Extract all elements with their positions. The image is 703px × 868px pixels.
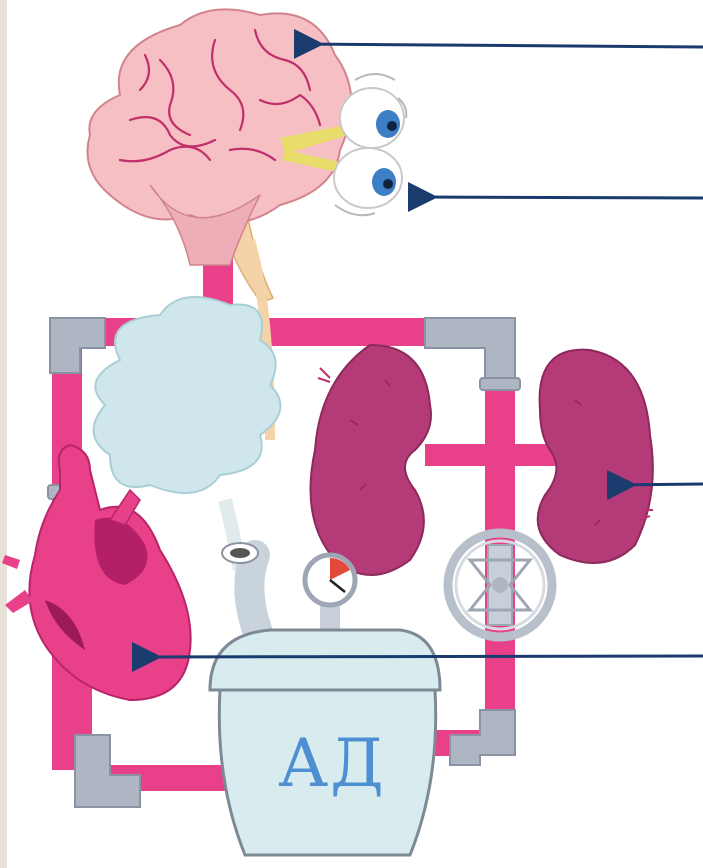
- tank-label: АД: [262, 725, 402, 802]
- joint-top-left: [50, 318, 105, 373]
- kidney-pipe: [425, 444, 555, 466]
- joint-right-ring: [480, 378, 520, 390]
- arrow-kidney: [613, 484, 703, 485]
- left-kidney: [311, 345, 432, 575]
- right-kidney: [538, 350, 653, 563]
- arrow-heart: [138, 656, 703, 657]
- arrow-eyes: [414, 197, 703, 198]
- joint-bottom-right: [450, 710, 515, 765]
- lungs-cloud: [94, 297, 281, 493]
- joint-top-right: [425, 318, 515, 378]
- pressure-gauge: [305, 555, 355, 630]
- arrow-brain: [300, 44, 703, 47]
- valve-wheel: [448, 533, 552, 637]
